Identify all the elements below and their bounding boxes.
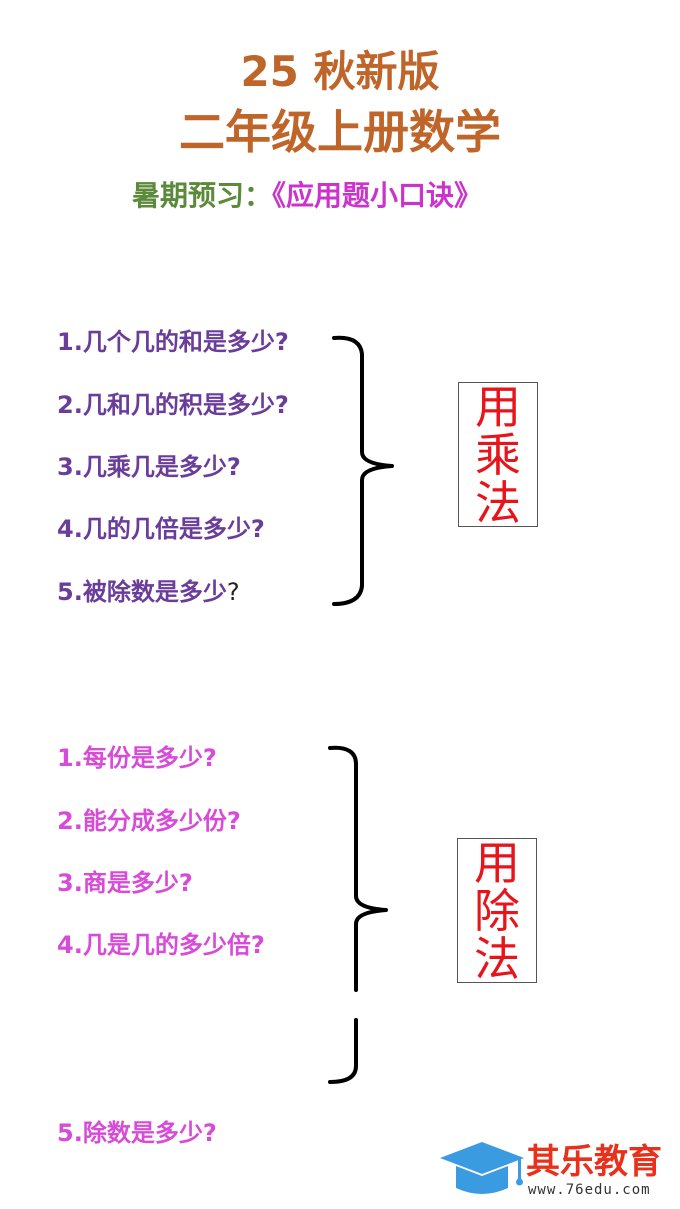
- mult-brace: [332, 335, 394, 606]
- div-brace-lower: [328, 1018, 358, 1084]
- div-label-char-1: 用: [474, 835, 520, 890]
- subtitle-lead: 暑期预习：: [132, 179, 273, 212]
- mult-question-5-mark: ?: [226, 578, 240, 606]
- mult-question-5-text: 5.被除数是多少: [57, 578, 227, 606]
- div-question-3: 3.商是多少?: [57, 869, 193, 897]
- div-question-4: 4.几是几的多少倍?: [57, 931, 265, 959]
- mult-method-box: 用 乘 法: [458, 382, 538, 527]
- mult-question-4: 4.几的几倍是多少?: [57, 515, 265, 543]
- title-line-2: 二年级上册数学: [179, 105, 501, 159]
- subtitle-book: 《应用题小口诀》: [272, 179, 483, 212]
- mult-label-char-2: 乘: [475, 427, 521, 482]
- div-question-2: 2.能分成多少份?: [57, 807, 241, 835]
- mult-label-char-3: 法: [475, 475, 521, 530]
- graduation-cap-icon: [440, 1142, 524, 1194]
- mult-question-3: 3.几乘几是多少?: [57, 453, 241, 481]
- div-brace-upper: [328, 745, 388, 992]
- mult-question-5: 5.被除数是多少?: [57, 575, 240, 609]
- mult-question-2: 2.几和几的积是多少?: [57, 391, 289, 419]
- div-label-char-3: 法: [474, 931, 520, 986]
- mult-label-char-1: 用: [475, 379, 521, 434]
- mult-question-1: 1.几个几的和是多少?: [57, 328, 289, 356]
- subtitle: 暑期预习：《应用题小口诀》: [132, 176, 482, 216]
- logo-url: www.76edu.com: [528, 1182, 651, 1198]
- title-line-1: 25 秋新版: [240, 47, 440, 96]
- logo-name: 其乐教育: [526, 1142, 662, 1182]
- div-method-box: 用 除 法: [457, 838, 537, 983]
- div-question-5: 5.除数是多少?: [57, 1119, 217, 1147]
- div-label-char-2: 除: [474, 883, 520, 938]
- div-question-1: 1.每份是多少?: [57, 744, 217, 772]
